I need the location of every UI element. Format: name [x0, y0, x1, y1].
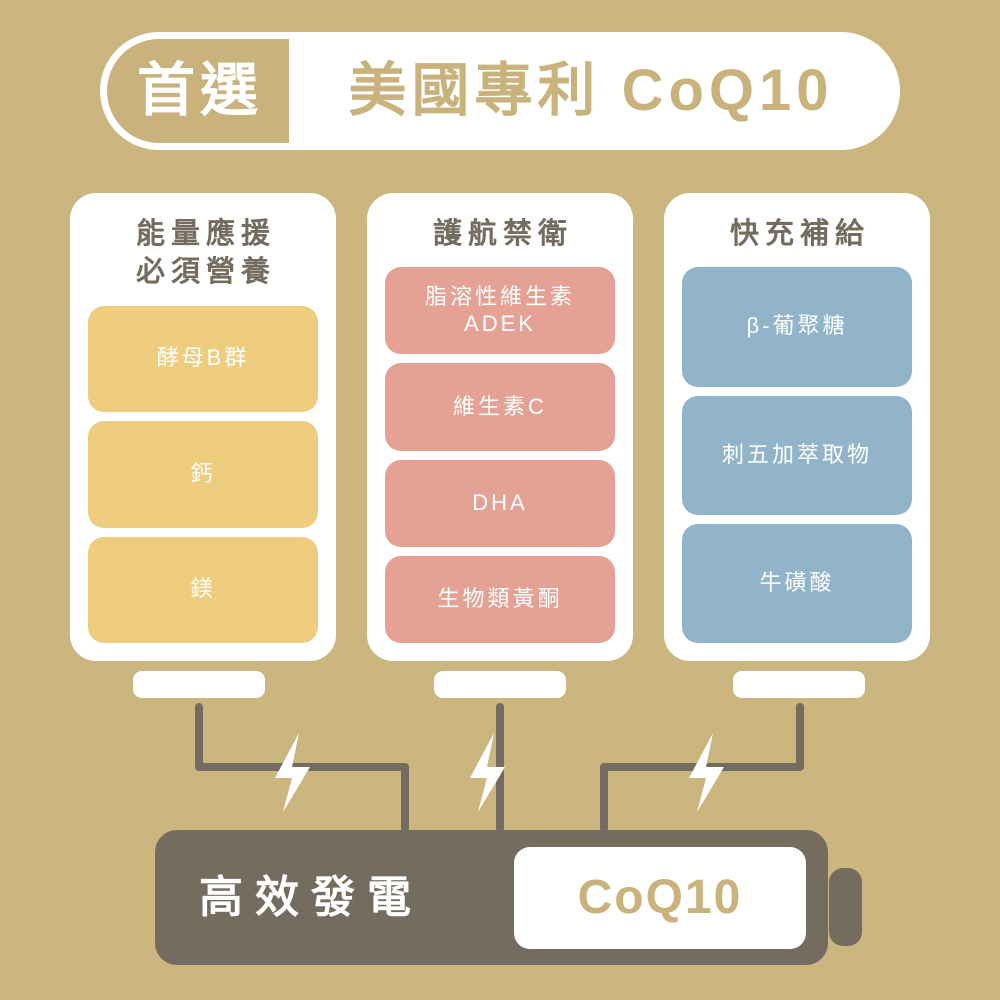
category-card-protection: 護航禁衛 脂溶性維生素 ADEK 維生素C DHA 生物類黃酮 [367, 193, 633, 661]
category-title-energy: 能量應援 必須營養 [135, 218, 276, 289]
connector-tab-1 [133, 671, 265, 698]
battery-chip-label: CoQ10 [577, 870, 743, 924]
list-item: 刺五加萃取物 [682, 395, 912, 515]
category-title-recharge: 快充補給 [729, 218, 870, 250]
list-item: β-葡聚糖 [682, 267, 912, 387]
item-list-protection: 脂溶性維生素 ADEK 維生素C DHA 生物類黃酮 [385, 267, 615, 644]
battery-terminal [829, 868, 862, 946]
list-item: 鎂 [88, 536, 318, 643]
connector-tab-3 [733, 671, 865, 698]
category-card-recharge: 快充補給 β-葡聚糖 刺五加萃取物 牛磺酸 [664, 193, 930, 661]
category-columns: 能量應援 必須營養 酵母B群 鈣 鎂 護航禁衛 脂溶性維生素 ADEK 維生素C… [70, 193, 930, 661]
lightning-bolt-icon [689, 733, 724, 812]
list-item: 脂溶性維生素 ADEK [385, 267, 615, 355]
battery-chip: CoQ10 [514, 846, 806, 949]
list-item: 鈣 [88, 421, 318, 528]
header-badge-label: 首選 [137, 58, 264, 123]
item-list-energy: 酵母B群 鈣 鎂 [88, 305, 318, 643]
connector-tab-2 [434, 671, 566, 698]
wire-left [195, 703, 409, 832]
header-pill: 首選 美國專利 CoQ10 [100, 32, 900, 150]
list-item: 生物類黃酮 [385, 555, 615, 644]
wire-right [600, 703, 804, 832]
lightning-bolt-icon [470, 733, 505, 812]
list-item: 維生素C [385, 363, 615, 451]
battery-body: 高效發電 CoQ10 [155, 830, 828, 965]
category-title-protection: 護航禁衛 [432, 218, 573, 250]
list-item: 牛磺酸 [682, 523, 912, 644]
item-list-recharge: β-葡聚糖 刺五加萃取物 牛磺酸 [682, 267, 912, 644]
header-title-area: 美國專利 CoQ10 [289, 39, 893, 143]
category-card-energy: 能量應援 必須營養 酵母B群 鈣 鎂 [70, 193, 336, 661]
lightning-bolt-icon [275, 733, 310, 812]
page-title: 美國專利 CoQ10 [348, 58, 834, 123]
battery-label: 高效發電 [199, 872, 423, 922]
list-item: DHA [385, 459, 615, 547]
header-badge: 首選 [107, 39, 290, 143]
list-item: 酵母B群 [88, 305, 318, 413]
